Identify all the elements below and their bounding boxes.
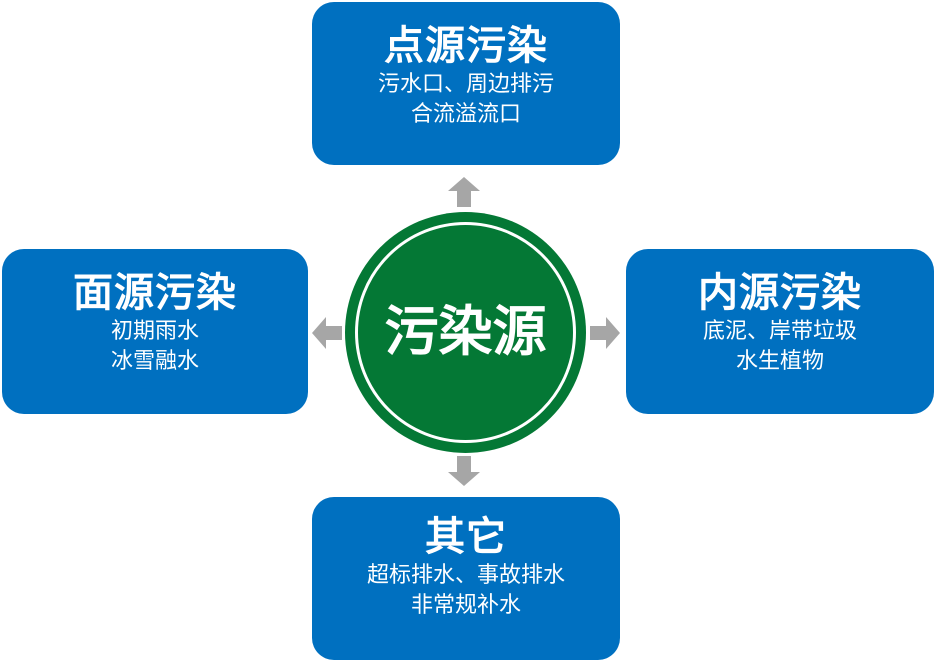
- box-line: 初期雨水: [110, 319, 199, 344]
- other-sources-box: 其它 超标排水、事故排水 非常规补水: [312, 497, 620, 660]
- box-title: 其它: [425, 514, 507, 560]
- center-label: 污染源: [384, 300, 547, 363]
- box-line: 冰雪融水: [110, 349, 199, 374]
- box-line: 合流溢流口: [410, 102, 521, 127]
- arrow-down-icon: [448, 456, 480, 486]
- box-title: 点源污染: [384, 23, 548, 69]
- box-title: 内源污染: [698, 270, 862, 316]
- arrow-right-icon: [590, 317, 620, 349]
- point-source-pollution-box: 点源污染 污水口、周边排污 合流溢流口: [312, 2, 620, 165]
- box-line: 水生植物: [735, 349, 824, 374]
- internal-source-pollution-box: 内源污染 底泥、岸带垃圾 水生植物: [626, 249, 934, 414]
- circle-ring: [355, 222, 576, 443]
- box-line: 超标排水、事故排水: [366, 563, 565, 588]
- arrow-up-icon: [448, 177, 480, 207]
- pollution-source-circle: 污染源: [345, 212, 586, 453]
- box-line: 非常规补水: [410, 593, 521, 618]
- box-line: 污水口、周边排污: [377, 72, 554, 97]
- box-title: 面源污染: [73, 270, 237, 316]
- nonpoint-source-pollution-box: 面源污染 初期雨水 冰雪融水: [2, 249, 308, 414]
- arrow-left-icon: [312, 317, 342, 349]
- box-line: 底泥、岸带垃圾: [702, 319, 857, 344]
